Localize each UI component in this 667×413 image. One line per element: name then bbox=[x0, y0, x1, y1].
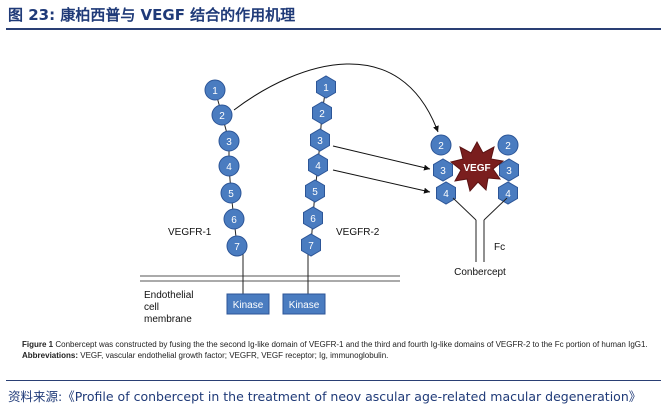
membrane-label-line1: Endothelial bbox=[144, 290, 193, 301]
caption-figure-text: Conbercept was constructed by fusing the… bbox=[55, 340, 648, 349]
vegfr2-domain-3 bbox=[310, 128, 330, 152]
conbercept-right-domain-2 bbox=[497, 134, 519, 156]
vegf-ligand-star bbox=[449, 140, 505, 193]
vegfr1-domain-4 bbox=[218, 155, 240, 177]
vegfr1-domain-label: 5 bbox=[228, 189, 234, 200]
arrow-domain2-to-conbercept bbox=[233, 63, 439, 133]
vegfr1-domain-label: 2 bbox=[219, 111, 225, 122]
fc-right-arm bbox=[483, 197, 508, 221]
vegfr1-domain-7 bbox=[226, 235, 248, 257]
vegfr2-domain-label: 5 bbox=[312, 187, 318, 198]
arrow-domain3-to-conbercept bbox=[332, 145, 431, 171]
caption-abbrev-line: Abbreviations: VEGF, vascular endothelia… bbox=[22, 350, 652, 361]
vegfr2-domain-label: 1 bbox=[323, 83, 329, 94]
top-divider bbox=[6, 28, 661, 30]
vegfr1-domain-label: 7 bbox=[234, 242, 240, 253]
vegfr2-kinase-label: Kinase bbox=[289, 300, 320, 311]
source-note: 资料来源:《Profile of conbercept in the treat… bbox=[8, 389, 642, 404]
conbercept-right-domain-label: 3 bbox=[506, 166, 512, 177]
vegfr1-domain-label: 1 bbox=[212, 86, 218, 97]
caption-abbrev-label: Abbreviations: bbox=[22, 351, 79, 360]
vegfr1-label: VEGFR-1 bbox=[168, 227, 212, 238]
conbercept-left-domain-3 bbox=[433, 158, 453, 182]
arrow-domain4-to-conbercept bbox=[332, 169, 431, 194]
vegfr1-domain-2 bbox=[211, 104, 233, 126]
vegfr2-domain-label: 3 bbox=[317, 136, 323, 147]
vegfr2-label: VEGFR-2 bbox=[336, 227, 380, 238]
caption-figure-label: Figure 1 bbox=[22, 340, 54, 349]
conbercept-left-domain-label: 4 bbox=[443, 189, 449, 200]
figure-caption: Figure 1 Conbercept was constructed by f… bbox=[22, 339, 652, 361]
vegfr1-domain-6 bbox=[223, 208, 245, 230]
vegfr1-domain-1 bbox=[204, 79, 226, 101]
caption-figure-line: Figure 1 Conbercept was constructed by f… bbox=[22, 339, 652, 350]
vegfr1-domain-label: 3 bbox=[226, 137, 232, 148]
conbercept-left-domain-label: 2 bbox=[438, 141, 444, 152]
conbercept-right-domain-label: 2 bbox=[505, 141, 511, 152]
membrane-label-line2: cell bbox=[144, 302, 159, 313]
fc-label: Fc bbox=[494, 242, 505, 253]
conbercept-right-domain-4 bbox=[498, 181, 518, 205]
conbercept-left-domain-2 bbox=[430, 134, 452, 156]
vegfr2-domain-2 bbox=[312, 101, 332, 125]
vegf-label: VEGF bbox=[463, 163, 490, 174]
conbercept-left-domain-label: 3 bbox=[440, 166, 446, 177]
vegfr1-kinase-box bbox=[226, 293, 270, 315]
vegfr2-domain-label: 2 bbox=[319, 109, 325, 120]
fc-left-arm bbox=[452, 197, 477, 221]
conbercept-right-domain-3 bbox=[499, 158, 519, 182]
bottom-divider bbox=[6, 380, 661, 381]
vegfr2-domain-label: 7 bbox=[308, 241, 314, 252]
vegfr2-domain-1 bbox=[316, 75, 336, 99]
conbercept-right-domain-label: 4 bbox=[505, 189, 511, 200]
vegfr1-domain-5 bbox=[220, 182, 242, 204]
vegfr2-domain-6 bbox=[303, 206, 323, 230]
vegfr2-domain-5 bbox=[305, 179, 325, 203]
vegfr2-domain-label: 6 bbox=[310, 214, 316, 225]
figure-title: 图 23: 康柏西普与 VEGF 结合的作用机理 bbox=[8, 6, 296, 24]
vegfr2-kinase-box bbox=[282, 293, 326, 315]
vegfr1-domain-3 bbox=[218, 130, 240, 152]
vegfr1-domain-label: 6 bbox=[231, 215, 237, 226]
vegfr2-domain-label: 4 bbox=[315, 161, 321, 172]
vegfr1-kinase-label: Kinase bbox=[233, 300, 264, 311]
conbercept-label: Conbercept bbox=[454, 267, 506, 278]
vegfr1-domain-label: 4 bbox=[226, 162, 232, 173]
caption-abbrev-text: VEGF, vascular endothelial growth factor… bbox=[80, 351, 389, 360]
membrane-label-line3: membrane bbox=[144, 314, 192, 325]
vegfr2-domain-7 bbox=[301, 233, 321, 257]
conbercept-left-domain-4 bbox=[436, 181, 456, 205]
vegfr2-domain-4 bbox=[308, 153, 328, 177]
